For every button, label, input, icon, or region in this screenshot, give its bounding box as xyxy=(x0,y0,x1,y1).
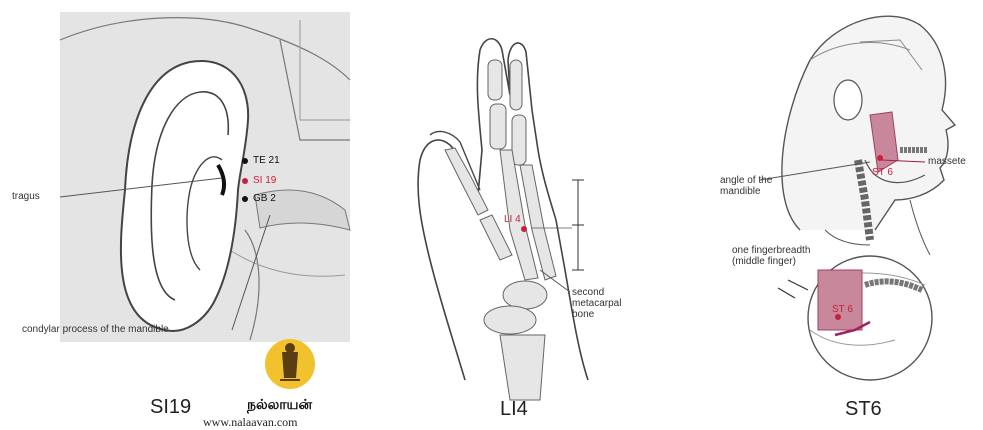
head-illustration xyxy=(660,0,983,430)
label-fingerbreadth-line1: one fingerbreadth xyxy=(732,245,810,256)
point-label-li4: LI 4 xyxy=(504,214,521,225)
panel-st6: ST 6 ST 6 massete angle of the mandible … xyxy=(660,0,983,430)
label-masseter: massete xyxy=(928,156,966,167)
title-st6: ST6 xyxy=(845,398,882,421)
point-label-st6-zoom: ST 6 xyxy=(832,304,853,315)
label-angle-line1: angle of the xyxy=(720,175,772,186)
title-li4: LI4 xyxy=(500,398,528,421)
label-fingerbreadth-line2: (middle finger) xyxy=(732,256,796,267)
point-label-st6-head: ST 6 xyxy=(872,167,893,178)
label-angle-line2: mandible xyxy=(720,186,761,197)
nalaayan-logo-emblem xyxy=(0,0,360,430)
logo-tamil-text: நல்லாயன் xyxy=(247,397,312,415)
panel-si19: TE 21 SI 19 GB 2 tragus condylar process… xyxy=(0,0,360,430)
label-bone: bone xyxy=(572,309,594,320)
logo-url[interactable]: www.nalaavan.com xyxy=(203,415,298,430)
label-second: second xyxy=(572,287,604,298)
panel-li4: LI 4 second metacarpal bone LI4 xyxy=(360,0,660,430)
label-metacarpal: metacarpal xyxy=(572,298,621,309)
